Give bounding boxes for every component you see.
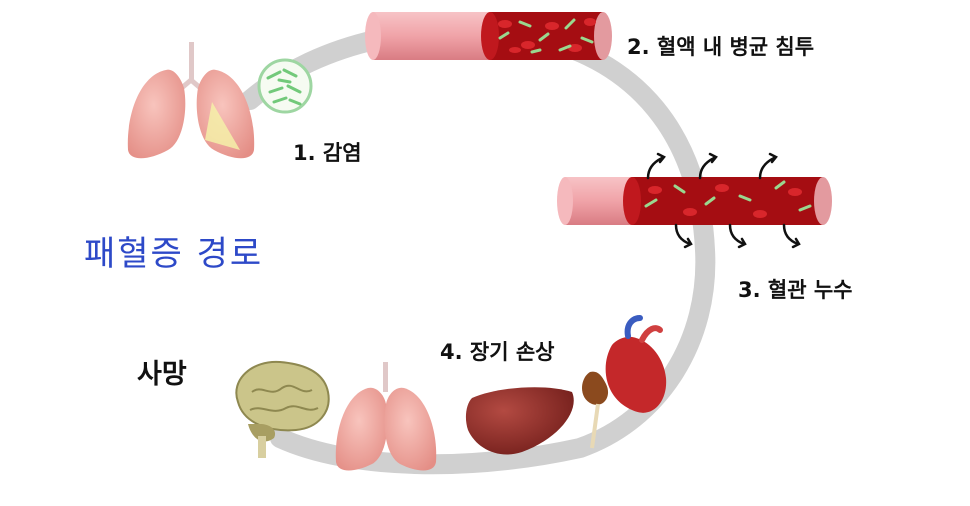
step-3-label: 3. 혈관 누수 <box>738 278 853 302</box>
diagram-title: 패혈증 경로 <box>84 234 264 274</box>
step-2-label: 2. 혈액 내 병균 침투 <box>627 35 815 59</box>
lungs-icon-2 <box>335 362 437 471</box>
step-1-label: 1. 감염 <box>293 141 362 165</box>
leaky-vessel-icon <box>557 152 832 249</box>
lungs-icon <box>127 42 255 159</box>
kidney-icon <box>582 371 609 449</box>
outcome-label: 사망 <box>137 359 187 390</box>
blood-vessel-icon <box>365 12 612 60</box>
brain-icon <box>235 360 330 458</box>
step-4-label: 4. 장기 손상 <box>440 340 555 364</box>
heart-icon <box>605 315 667 413</box>
liver-icon <box>465 387 574 455</box>
bacteria-magnifier-icon <box>257 58 313 114</box>
